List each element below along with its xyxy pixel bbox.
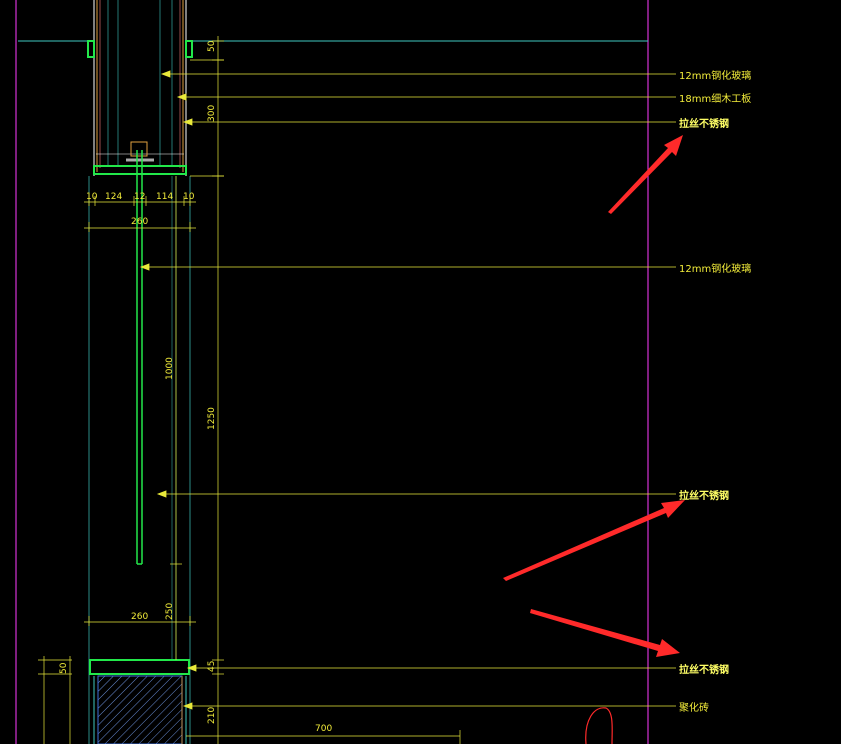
red-highlight-arrows bbox=[503, 135, 685, 657]
dim-50-left: 50 bbox=[59, 662, 69, 674]
red-arrow-3-icon bbox=[530, 609, 680, 657]
dimension-labels: 50 300 10 124 12 114 10 260 1000 1250 26… bbox=[59, 40, 332, 734]
dim-10-left: 10 bbox=[86, 192, 98, 202]
dim-1000: 1000 bbox=[165, 357, 175, 380]
dim-45: 45 bbox=[207, 661, 217, 672]
note-top-glass: 12mm钢化玻璃 bbox=[679, 69, 751, 82]
dim-50-top: 50 bbox=[207, 40, 217, 52]
note-bottom-material: 聚化砖 bbox=[679, 701, 709, 714]
note-steel-1: 拉丝不锈钢 bbox=[679, 117, 729, 130]
red-arrow-1-icon bbox=[608, 135, 683, 214]
leader-lines bbox=[139, 70, 676, 710]
glass-panel bbox=[136, 150, 143, 565]
base-frame bbox=[89, 659, 190, 744]
dim-700: 700 bbox=[315, 724, 332, 734]
frame-guide-lines bbox=[88, 176, 191, 744]
dim-210: 210 bbox=[207, 707, 217, 724]
note-mid-glass: 12mm钢化玻璃 bbox=[679, 262, 751, 275]
dim-124: 124 bbox=[105, 192, 122, 202]
dim-250: 250 bbox=[165, 603, 175, 620]
dim-12: 12 bbox=[134, 192, 145, 202]
dim-260-bottom: 260 bbox=[131, 612, 148, 622]
note-wood-board: 18mm细木工板 bbox=[679, 92, 751, 105]
annotations: 12mm钢化玻璃 18mm细木工板 拉丝不锈钢 12mm钢化玻璃 拉丝不锈钢 拉… bbox=[679, 69, 751, 714]
note-steel-2: 拉丝不锈钢 bbox=[679, 489, 729, 502]
dimension-lines bbox=[38, 36, 461, 744]
dim-1250: 1250 bbox=[207, 407, 217, 430]
dim-300: 300 bbox=[207, 105, 217, 122]
red-curve-mark bbox=[585, 707, 613, 744]
red-arrow-2-icon bbox=[503, 500, 685, 581]
dim-260-top: 260 bbox=[131, 217, 148, 227]
note-steel-3: 拉丝不锈钢 bbox=[679, 663, 729, 676]
dim-114: 114 bbox=[156, 192, 173, 202]
upper-frame bbox=[87, 0, 193, 176]
dim-10-right: 10 bbox=[183, 192, 195, 202]
